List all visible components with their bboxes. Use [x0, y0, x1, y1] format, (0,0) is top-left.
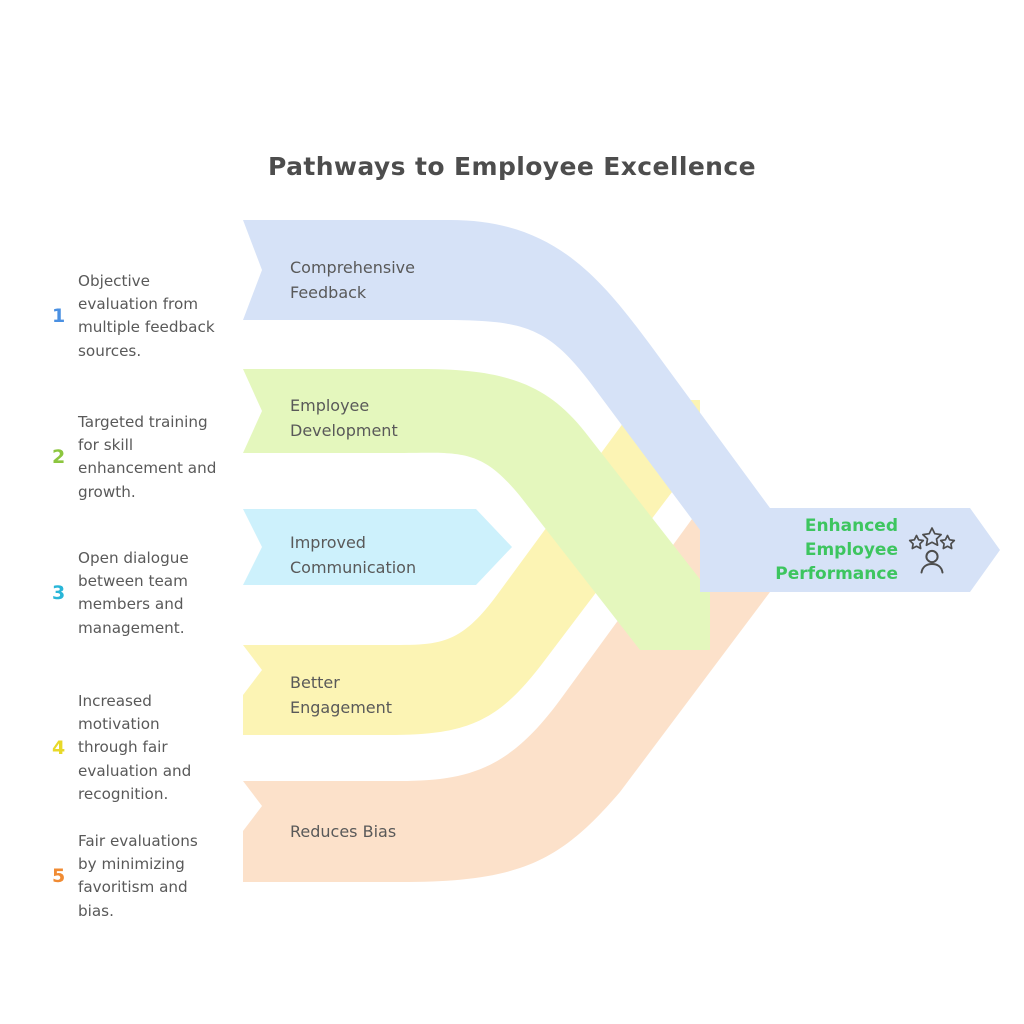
step-number: 1 — [52, 305, 66, 328]
page-title: Pathways to Employee Excellence — [268, 152, 756, 181]
flow-label-comprehensive-feedback: Comprehensive Feedback — [290, 258, 415, 302]
outcome-node: Enhanced Employee Performance — [770, 508, 970, 592]
flow-label-better-engagement: Better Engagement — [290, 673, 393, 717]
step-row: 5 Fair evaluations by minimizing favorit… — [52, 830, 242, 923]
step-description: Increased motivation through fair evalua… — [78, 692, 192, 803]
step-row: 1 Objective evaluation from multiple fee… — [52, 270, 242, 363]
person-with-three-stars-icon — [908, 527, 956, 574]
step-row: 4 Increased motivation through fair eval… — [52, 690, 242, 806]
flow-band-comprehensive-feedback — [243, 220, 1000, 592]
flow-label-employee-development: Employee Development — [290, 396, 398, 440]
step-description: Objective evaluation from multiple feedb… — [78, 272, 215, 360]
flow-band-improved-communication — [243, 509, 512, 585]
step-number: 5 — [52, 865, 66, 888]
step-number: 2 — [52, 446, 66, 469]
flow-label-improved-communication: Improved Communication — [290, 533, 417, 577]
flow-band-employee-development — [243, 369, 710, 650]
outcome-label: Enhanced Employee Performance — [775, 516, 898, 584]
step-row: 3 Open dialogue between team members and… — [52, 547, 242, 640]
step-number: 3 — [52, 582, 66, 605]
step-number: 4 — [52, 737, 66, 759]
step-description: Targeted training for skill enhancement … — [78, 413, 217, 501]
step-description: Fair evaluations by minimizing favoritis… — [78, 832, 198, 920]
flow-label-reduces-bias: Reduces Bias — [290, 822, 397, 841]
step-description: Open dialogue between team members and m… — [78, 549, 189, 637]
step-row: 2 Targeted training for skill enhancemen… — [52, 411, 242, 504]
